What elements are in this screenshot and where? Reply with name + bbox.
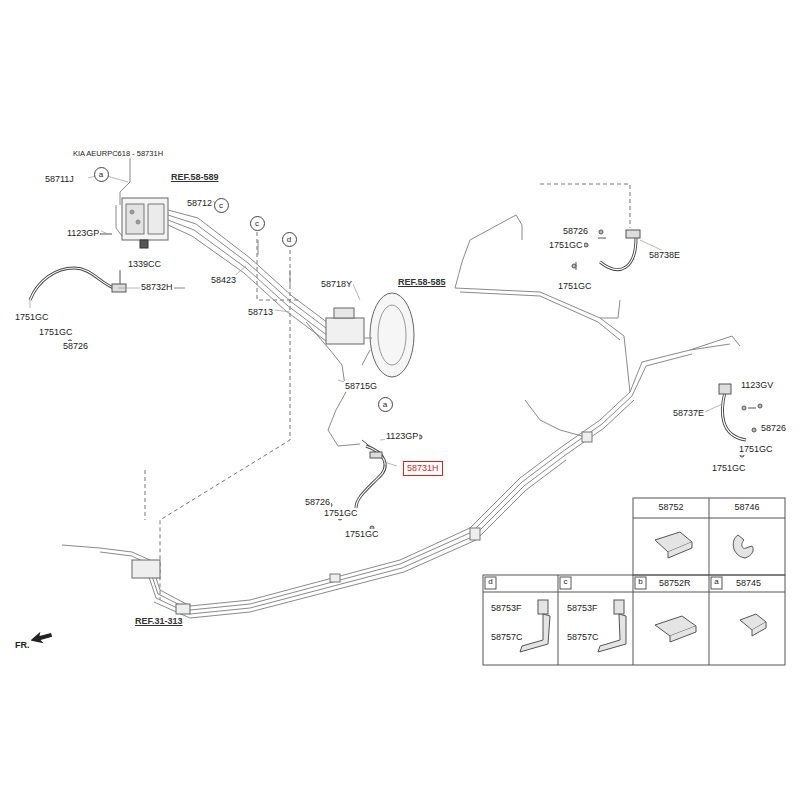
callout-number: 1751GC [557,281,593,292]
callout-number: FR. [14,640,31,651]
table-cell: 58752R [658,578,692,589]
circled-letter: d [282,232,297,247]
table-cell: 58757C [566,632,600,643]
callout-number: 1751GC [738,444,774,455]
table-cell: 58752 [657,502,684,513]
callout-number: 58423 [210,275,237,286]
circled-letter: c [250,216,265,231]
callout-number: 1751GC [14,312,50,323]
table-cell: 58746 [733,502,760,513]
highlighted-part-number: 58731H [403,461,443,476]
table-cell: 58757C [490,632,524,643]
circled-letter: a [378,397,393,412]
callout-number: 58712 [186,198,213,209]
circle-letter: c [219,201,223,210]
reference-label: REF.31-313 [134,616,184,627]
callout-number: 1751GC [344,529,380,540]
table-cell: a [713,577,719,587]
circle-letter: d [287,235,291,244]
reference-label: REF.58-589 [170,172,220,183]
callout-number: 1751GC [548,240,584,251]
callout-number: 1123GP [66,228,100,239]
callout-number: 58726 [62,341,89,352]
callout-number: 58726 [760,423,787,434]
callout-number: 58732H [140,282,174,293]
callout-number: 1751GC [711,463,747,474]
callout-number: 58738E [648,250,681,261]
callout-number: 58711J [44,174,75,185]
callout-number: 58726 [304,497,331,508]
callout-number: 1339CC [127,259,162,270]
reference-label: REF.58-585 [397,277,447,288]
callout-number: KIA AEURPC618 - 58731H [72,149,164,158]
table-cell: c [563,577,569,587]
part-number: 58731H [407,463,439,474]
callout-number: 58737E [672,408,705,419]
callout-number: 1751GC [323,508,359,519]
callout-number: 58718Y [320,279,353,290]
circle-letter: a [99,170,103,179]
callout-number: 1751GC [38,327,74,338]
table-cell: d [487,577,493,587]
circled-letter: c [214,198,229,213]
callout-number: 1123GV [740,380,774,391]
circled-letter: a [94,167,109,182]
circle-letter: c [255,219,259,228]
table-cell: 58753F [490,603,523,614]
table-cell: 58753F [566,603,599,614]
callout-number: 1123GP [385,431,419,442]
callout-number: 58715G [344,381,378,392]
table-cell: b [637,577,643,587]
table-cell: 58745 [735,578,762,589]
circle-letter: a [383,400,387,409]
callout-number: 58713 [247,307,274,318]
callout-number: 58726 [562,226,589,237]
